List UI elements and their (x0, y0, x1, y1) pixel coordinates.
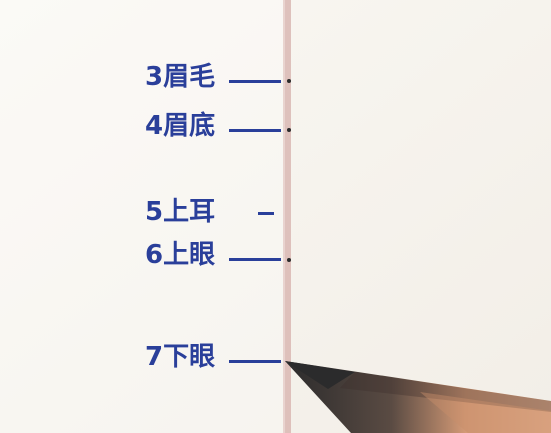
label-lower-eye-text: 下眼 (163, 342, 216, 372)
label-brow-bottom-text: 眉底 (163, 111, 216, 141)
label-upper-eye-num: 6 (145, 240, 164, 270)
label-brow-bottom-num: 4 (145, 111, 164, 141)
leader-line-eyebrow (229, 80, 281, 83)
guide-tick-4 (287, 128, 291, 132)
label-brow-bottom: 4眉底 (145, 113, 215, 139)
label-eyebrow-num: 3 (145, 62, 164, 92)
label-eyebrow: 3眉毛 (145, 64, 215, 90)
leader-line-upper-eye (229, 258, 281, 261)
leader-line-lower-eye (229, 360, 281, 363)
label-eyebrow-text: 眉毛 (163, 62, 216, 92)
leader-line-upper-ear (258, 212, 274, 215)
guide-tick-3 (287, 79, 291, 83)
label-upper-ear-text: 上耳 (163, 197, 216, 227)
guide-tick-6 (287, 258, 291, 262)
label-lower-eye: 7下眼 (145, 344, 215, 370)
label-upper-eye: 6上眼 (145, 242, 215, 268)
label-upper-ear: 5上耳 (145, 199, 215, 225)
label-upper-eye-text: 上眼 (163, 240, 216, 270)
pencil-icon (285, 361, 551, 433)
label-lower-eye-num: 7 (145, 342, 164, 372)
label-upper-ear-num: 5 (145, 197, 164, 227)
vertical-guide-line (285, 0, 291, 433)
leader-line-brow-bottom (229, 129, 281, 132)
